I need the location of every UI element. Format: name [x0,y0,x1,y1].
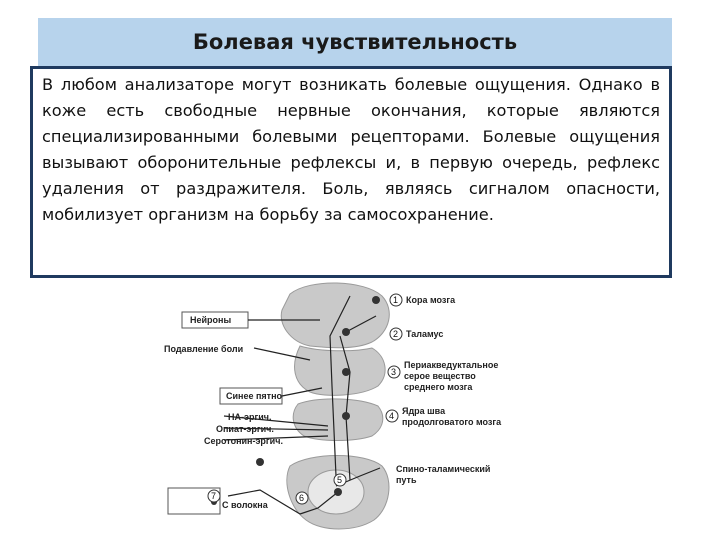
label-pag-2: серое вещество [404,371,476,381]
label-pain-suppression: Подавление боли [164,344,243,354]
label-neurons: Нейроны [190,315,231,325]
number-markers: 1 2 3 4 5 6 7 [207,293,403,505]
nerve-pathways [223,295,381,515]
marker-5: 5 [337,475,342,485]
label-serotonin-ergic: Серотонин-эргич. [204,436,283,446]
body-text: В любом анализаторе могут возникать боле… [42,75,660,224]
label-c-fibers: С волокна [222,500,269,510]
label-pag-3: среднего мозга [404,382,473,392]
label-locus-coeruleus: Синее пятно [226,391,283,401]
slide-title-bar: Болевая чувствительность [38,18,672,66]
label-na-ergic: НА-эргич. [228,412,271,422]
label-raphe-2: продолговатого мозга [402,417,502,427]
medulla-shape [292,398,384,441]
label-raphe-1: Ядра шва [402,406,446,416]
label-pag-1: Периакведуктальное [404,360,498,370]
text-box: В любом анализаторе могут возникать боле… [30,66,672,278]
marker-1: 1 [393,295,398,305]
pain-pathway-diagram: 1 2 3 4 5 6 7 Нейроны Подавление боли Си… [164,282,502,530]
slide-title: Болевая чувствительность [192,30,518,54]
cortex-shape [280,282,390,349]
midbrain-shape [294,345,386,396]
label-thalamus: Таламус [406,329,443,339]
label-opiate-ergic: Опиат-эргич. [216,424,274,434]
marker-7: 7 [211,491,216,501]
marker-2: 2 [393,329,398,339]
marker-4: 4 [389,411,394,421]
marker-3: 3 [391,367,396,377]
label-spinothalamic-1: Спино-таламический [396,464,490,474]
label-cortex: Кора мозга [406,295,456,305]
label-spinothalamic-2: путь [396,475,417,485]
marker-6: 6 [299,493,304,503]
